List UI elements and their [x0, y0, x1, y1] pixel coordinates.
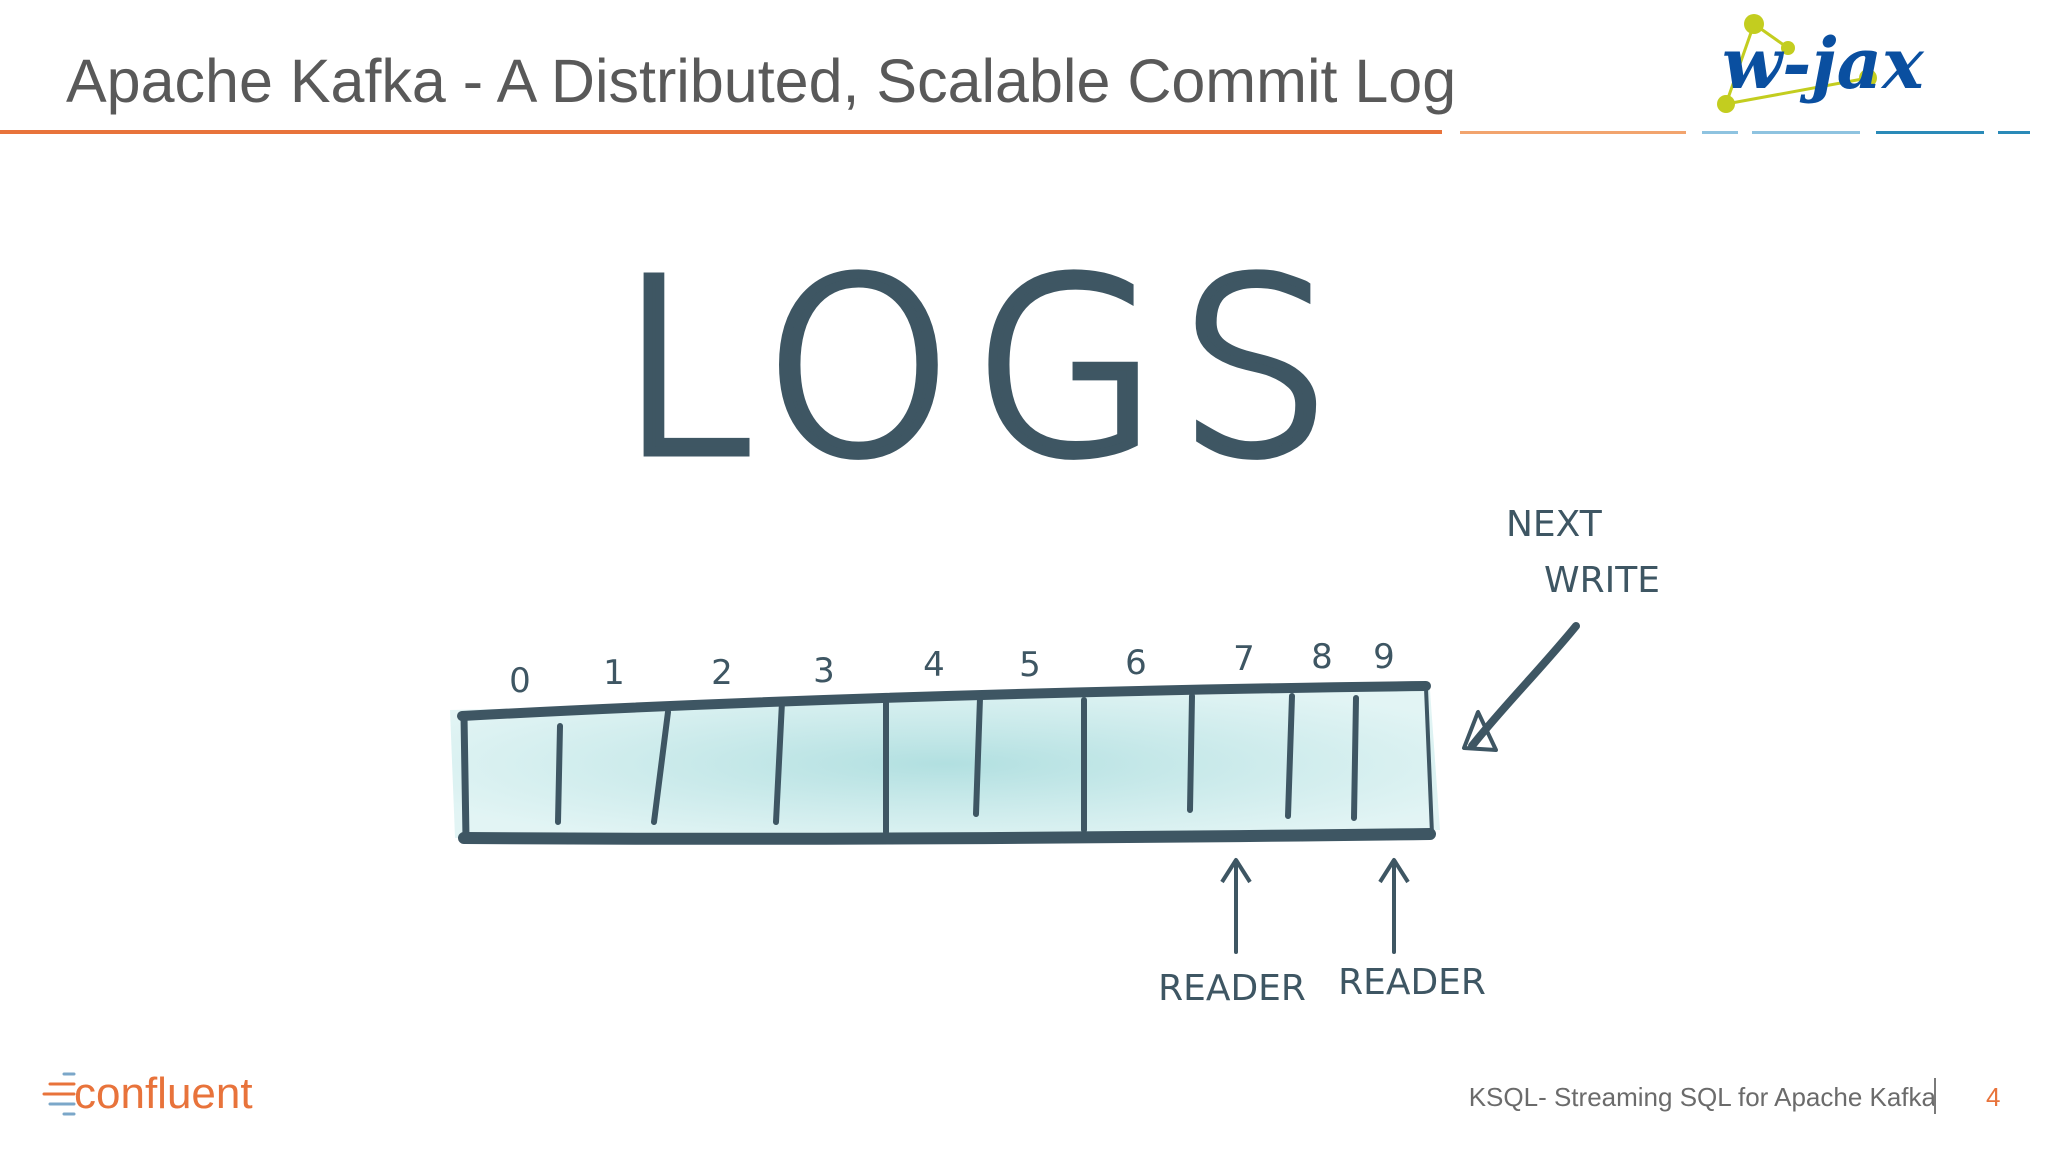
offset-label: 6 [1125, 643, 1147, 683]
footer-text: KSQL- Streaming SQL for Apache Kafka [1469, 1080, 1936, 1114]
page-number: 4 [1986, 1080, 2000, 1114]
next-write-label-line1: NEXT [1506, 504, 1603, 545]
reader-label: READER [1158, 968, 1306, 1009]
log-left-edge [464, 716, 466, 838]
cell-divider [976, 698, 980, 814]
confluent-logo: confluent [40, 1062, 340, 1132]
confluent-logo-text: confluent [74, 1069, 253, 1118]
reader-label: READER [1338, 962, 1486, 1003]
footer-separator [1934, 1078, 1936, 1114]
offset-label: 8 [1311, 637, 1333, 677]
next-write-label-line2: WRITE [1544, 560, 1660, 601]
offset-label: 9 [1373, 637, 1395, 677]
offset-label: 0 [509, 661, 531, 701]
cell-divider [1288, 696, 1292, 816]
offset-label: 3 [813, 651, 835, 691]
logs-heading: LOGS [619, 229, 1351, 509]
cell-divider [1354, 698, 1356, 818]
cell-divider [1190, 696, 1192, 810]
cell-divider [558, 726, 560, 822]
offset-label: 5 [1019, 645, 1041, 685]
offset-label: 7 [1233, 639, 1255, 679]
offset-label: 4 [923, 645, 945, 685]
offset-label: 1 [603, 653, 625, 693]
log-bottom-edge [464, 834, 1430, 839]
offset-label: 2 [711, 653, 733, 693]
